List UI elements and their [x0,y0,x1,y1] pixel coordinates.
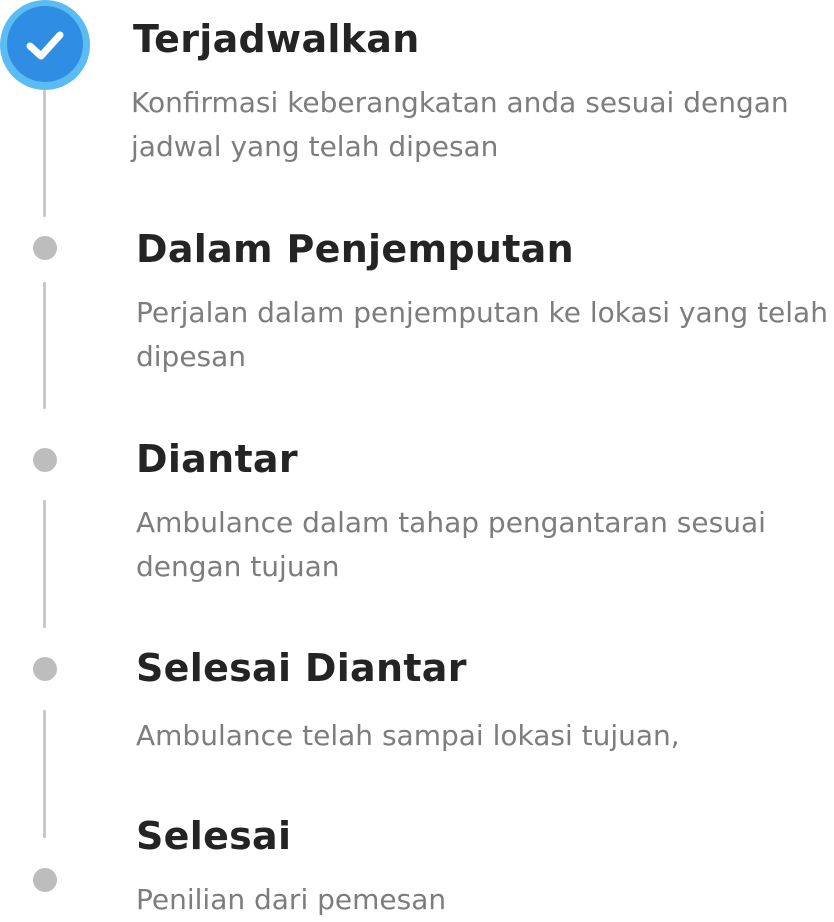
step-description: Penilian dari pemesan [136,883,447,916]
timeline-connector [43,90,46,217]
pending-dot-icon [33,448,57,472]
step-title: Diantar [136,437,298,481]
timeline-connector [43,500,46,628]
step-title: Selesai [136,814,292,858]
step-title: Terjadwalkan [133,17,420,61]
step-title: Dalam Penjemputan [136,227,574,271]
badge-fill [7,6,83,82]
step-description: Konfirmasi keberangkatan anda sesuai den… [131,86,789,163]
step-title: Selesai Diantar [136,646,467,690]
pending-dot-icon [33,236,57,260]
step-description: Perjalan dalam penjemputan ke lokasi yan… [136,296,828,373]
step-completed-badge [0,0,90,90]
timeline-connector [43,710,46,838]
step-description: Ambulance dalam tahap pengantaran sesuai… [136,506,766,583]
pending-dot-icon [33,868,57,892]
timeline-connector [43,282,46,409]
pending-dot-icon [33,657,57,681]
step-description: Ambulance telah sampai lokasi tujuan, [136,719,680,752]
check-icon [26,31,64,60]
